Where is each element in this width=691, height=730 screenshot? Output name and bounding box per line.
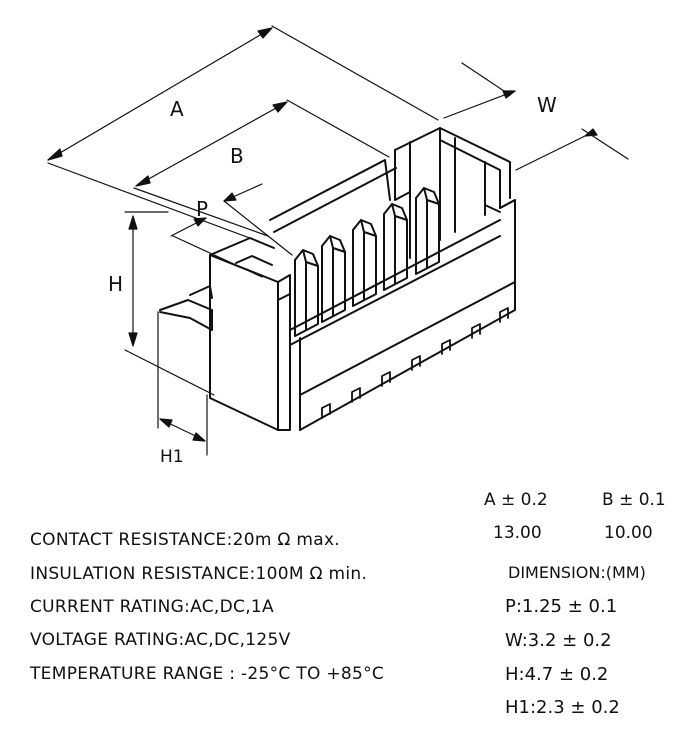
dimension-letters: A B P W H H1 [108, 93, 557, 467]
label-a: A [170, 97, 184, 121]
spec-temperature-range: TEMPERATURE RANGE : -25°C TO +85°C [30, 664, 385, 684]
dimension-h1: H1:2.3 ± 0.2 [505, 697, 620, 718]
connector-housing [159, 127, 516, 431]
pin-5 [415, 187, 440, 275]
dimension-h: H:4.7 ± 0.2 [505, 664, 609, 685]
pin-1 [294, 249, 319, 337]
tolerance-value-b: 10.00 [604, 523, 653, 543]
connector-drawing: A B P W H H1 [47, 25, 629, 467]
dimension-w: W:3.2 ± 0.2 [505, 630, 612, 651]
tolerance-header-b: B ± 0.1 [602, 490, 666, 510]
tolerance-header-a: A ± 0.2 [484, 490, 548, 510]
dimension-lines [47, 25, 629, 456]
bottom-notches [321, 307, 509, 419]
spec-insulation-resistance: INSULATION RESISTANCE:100M Ω min. [30, 564, 368, 584]
connector-pins [294, 187, 440, 337]
spec-contact-resistance: CONTACT RESISTANCE:20m Ω max. [30, 530, 341, 550]
label-h1: H1 [160, 447, 184, 467]
dimension-p: P:1.25 ± 0.1 [505, 596, 618, 617]
dimension-title: DIMENSION:(MM) [508, 563, 646, 582]
pin-3 [352, 219, 377, 307]
label-h: H [108, 272, 123, 296]
pin-4 [383, 203, 408, 291]
label-w: W [537, 93, 557, 117]
pin-2 [321, 235, 346, 323]
label-b: B [230, 144, 244, 168]
spec-voltage-rating: VOLTAGE RATING:AC,DC,125V [30, 630, 291, 650]
label-p: P [196, 197, 208, 221]
spec-current-rating: CURRENT RATING:AC,DC,1A [30, 597, 274, 617]
tolerance-value-a: 13.00 [493, 523, 542, 543]
